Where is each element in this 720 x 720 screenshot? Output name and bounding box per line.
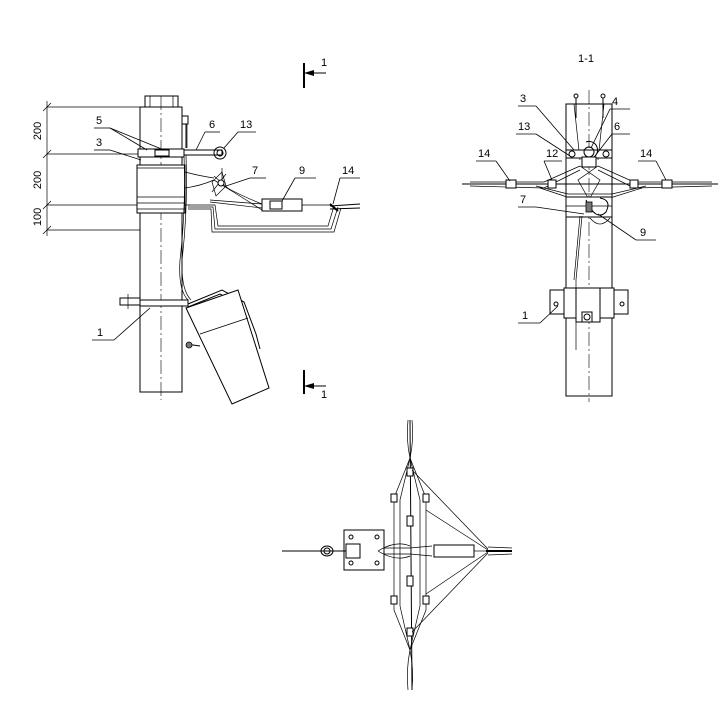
callout-front-7: 7: [252, 165, 258, 177]
callout-front-9: 9: [299, 165, 305, 177]
callout-side-14b: 14: [640, 148, 652, 160]
callout-side-4: 4: [612, 96, 618, 108]
section-label-top: 1: [321, 57, 327, 69]
callout-side-6: 6: [614, 121, 620, 133]
front-cables: [184, 168, 361, 233]
plan-view: [282, 419, 513, 691]
callout-side-7: 7: [520, 194, 526, 206]
callout-side-14a: 14: [478, 148, 490, 160]
callout-front-3: 3: [96, 137, 102, 149]
callout-front-13: 13: [240, 119, 252, 131]
dim-lower-text: 100: [32, 208, 44, 226]
front-top-clamp: [137, 115, 227, 160]
callout-side-13: 13: [518, 121, 530, 133]
side-pole: [565, 90, 613, 402]
dim-middle-text: 200: [32, 171, 44, 189]
callout-front-14: 14: [342, 165, 354, 177]
callout-side-9: 9: [640, 227, 646, 239]
front-insulator-block: [185, 289, 270, 405]
callout-side-1: 1: [522, 310, 528, 322]
callout-front-1: 1: [97, 327, 103, 339]
front-pole: [139, 95, 183, 400]
callout-front-6: 6: [209, 119, 215, 131]
side-top-fittings: [565, 140, 613, 168]
section-label-bottom: 1: [321, 389, 327, 401]
front-view: 200 200 100: [32, 95, 361, 405]
callout-side-12: 12: [546, 148, 558, 160]
side-lower-bracket: [549, 287, 629, 323]
side-callouts: 3 4 13 6 14 12 14 7 9 1: [476, 93, 667, 324]
section-marks: 1 1: [303, 57, 327, 401]
side-collar: [565, 196, 613, 225]
front-collar: [136, 164, 186, 214]
dim-upper-text: 200: [32, 122, 44, 140]
callout-side-3: 3: [520, 93, 526, 105]
plan-span-wires: [390, 419, 430, 691]
side-view: 1-1: [462, 53, 718, 402]
front-callouts: 5 3 6 13 7 9 14 1: [92, 115, 360, 341]
section-title: 1-1: [578, 53, 594, 65]
plan-drop-cable: [377, 469, 513, 633]
side-span-wires: [462, 165, 718, 199]
callout-front-5: 5: [96, 115, 102, 127]
front-down-lead: [179, 124, 192, 301]
plan-pole-plate: [320, 529, 385, 571]
